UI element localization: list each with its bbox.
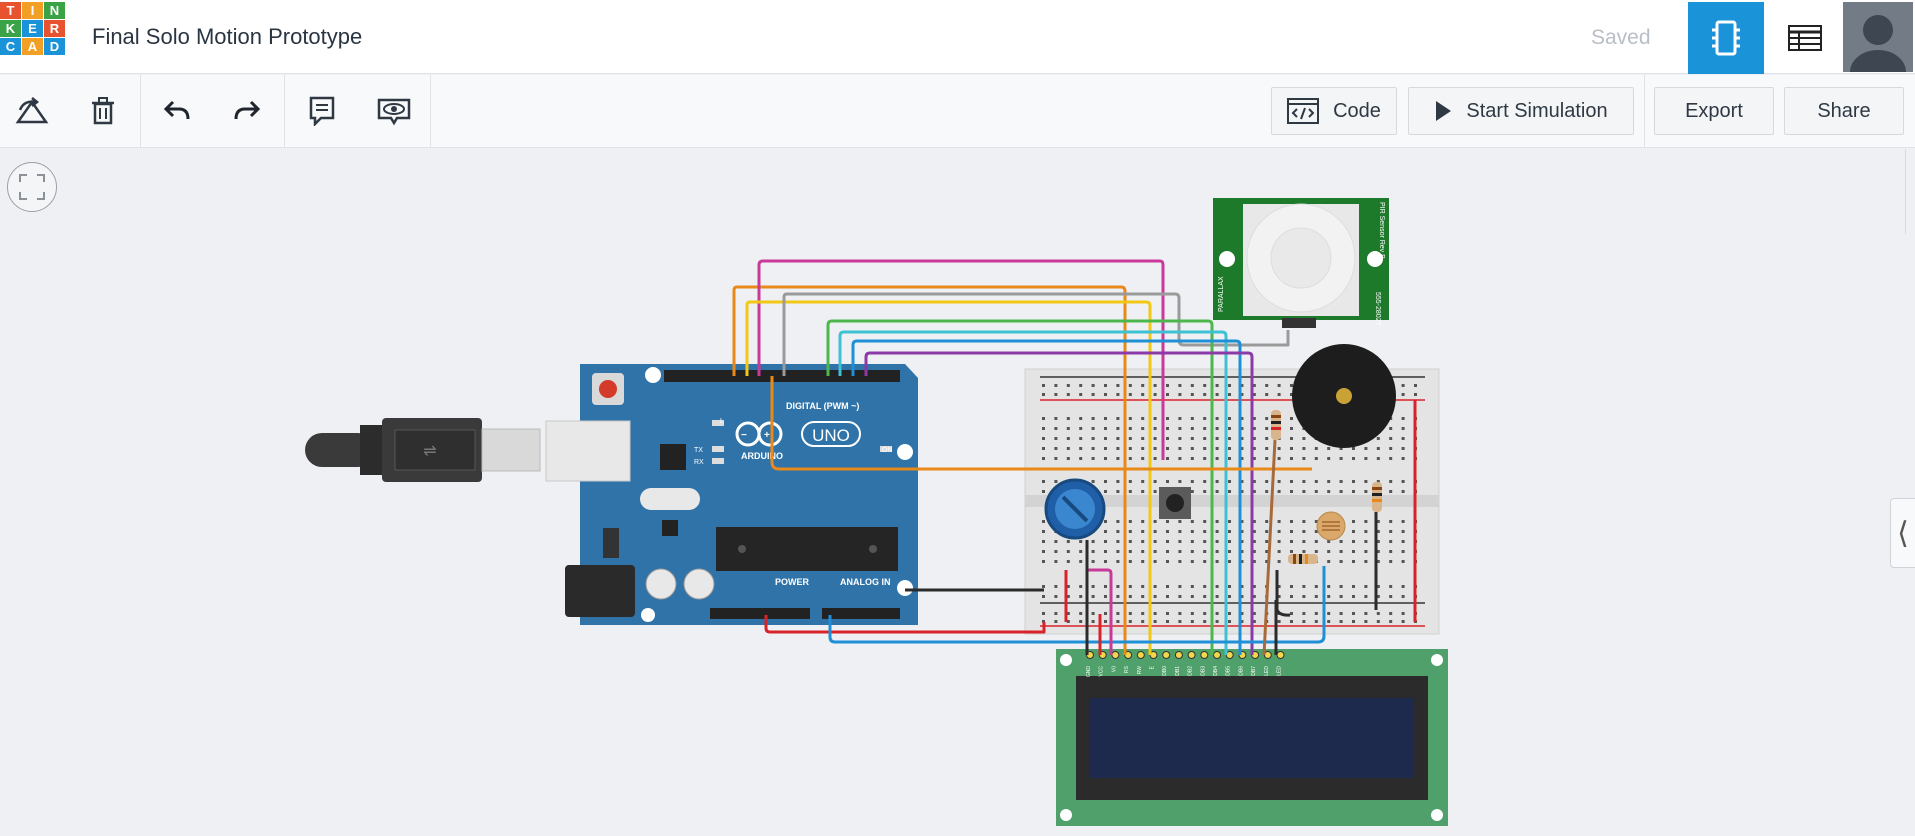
fit-view-button[interactable] bbox=[7, 162, 57, 212]
logo-letter: T bbox=[0, 2, 21, 19]
logo-letter: E bbox=[22, 20, 43, 37]
user-avatar[interactable] bbox=[1843, 2, 1913, 72]
side-panel-toggle[interactable]: ⟨ bbox=[1890, 498, 1915, 568]
share-button[interactable]: Share bbox=[1784, 87, 1904, 135]
rotate-button[interactable] bbox=[10, 89, 54, 133]
top-bar: T I N K E R C A D Final Solo Motion Prot… bbox=[0, 0, 1915, 74]
circuit-icon bbox=[1712, 20, 1740, 56]
redo-icon bbox=[234, 100, 261, 120]
rotate-icon bbox=[15, 97, 49, 124]
save-status: Saved bbox=[1591, 26, 1651, 49]
undo-icon bbox=[163, 100, 190, 120]
notes-button[interactable] bbox=[300, 89, 344, 133]
start-simulation-button[interactable]: Start Simulation bbox=[1408, 87, 1634, 135]
start-simulation-label: Start Simulation bbox=[1466, 99, 1608, 122]
visibility-button[interactable] bbox=[372, 89, 416, 133]
trash-icon bbox=[92, 97, 114, 125]
logo-letter: N bbox=[44, 2, 65, 19]
play-icon bbox=[1436, 101, 1452, 121]
undo-button[interactable] bbox=[155, 89, 199, 133]
notes-icon bbox=[309, 96, 335, 126]
export-label: Export bbox=[1685, 99, 1743, 122]
workplane-canvas[interactable] bbox=[0, 149, 1915, 836]
eye-icon bbox=[377, 98, 411, 126]
logo-letter: A bbox=[22, 38, 43, 55]
logo-letter: R bbox=[44, 20, 65, 37]
component-list-button[interactable] bbox=[1770, 2, 1840, 74]
project-title[interactable]: Final Solo Motion Prototype bbox=[92, 24, 363, 49]
logo-letter: K bbox=[0, 20, 21, 37]
toolbar-divider bbox=[430, 75, 431, 148]
logo-letter: I bbox=[22, 2, 43, 19]
toolbar: Code Start Simulation Export Share bbox=[0, 75, 1915, 148]
delete-button[interactable] bbox=[81, 89, 125, 133]
logo-letter: C bbox=[0, 38, 21, 55]
avatar-icon bbox=[1843, 2, 1913, 72]
circuit-view-button[interactable] bbox=[1688, 2, 1764, 74]
toolbar-divider bbox=[284, 75, 285, 148]
code-icon bbox=[1287, 98, 1320, 124]
toolbar-divider bbox=[140, 75, 141, 148]
toolbar-divider bbox=[1644, 75, 1645, 148]
logo-letter: D bbox=[44, 38, 65, 55]
share-label: Share bbox=[1817, 99, 1871, 122]
tinkercad-logo[interactable]: T I N K E R C A D bbox=[0, 2, 65, 72]
redo-button[interactable] bbox=[225, 89, 269, 133]
fit-view-icon bbox=[19, 174, 45, 200]
table-icon bbox=[1788, 25, 1822, 51]
canvas-scroll-edge bbox=[1905, 149, 1915, 234]
code-button[interactable]: Code bbox=[1271, 87, 1397, 135]
code-label: Code bbox=[1333, 99, 1381, 122]
export-button[interactable]: Export bbox=[1654, 87, 1774, 135]
